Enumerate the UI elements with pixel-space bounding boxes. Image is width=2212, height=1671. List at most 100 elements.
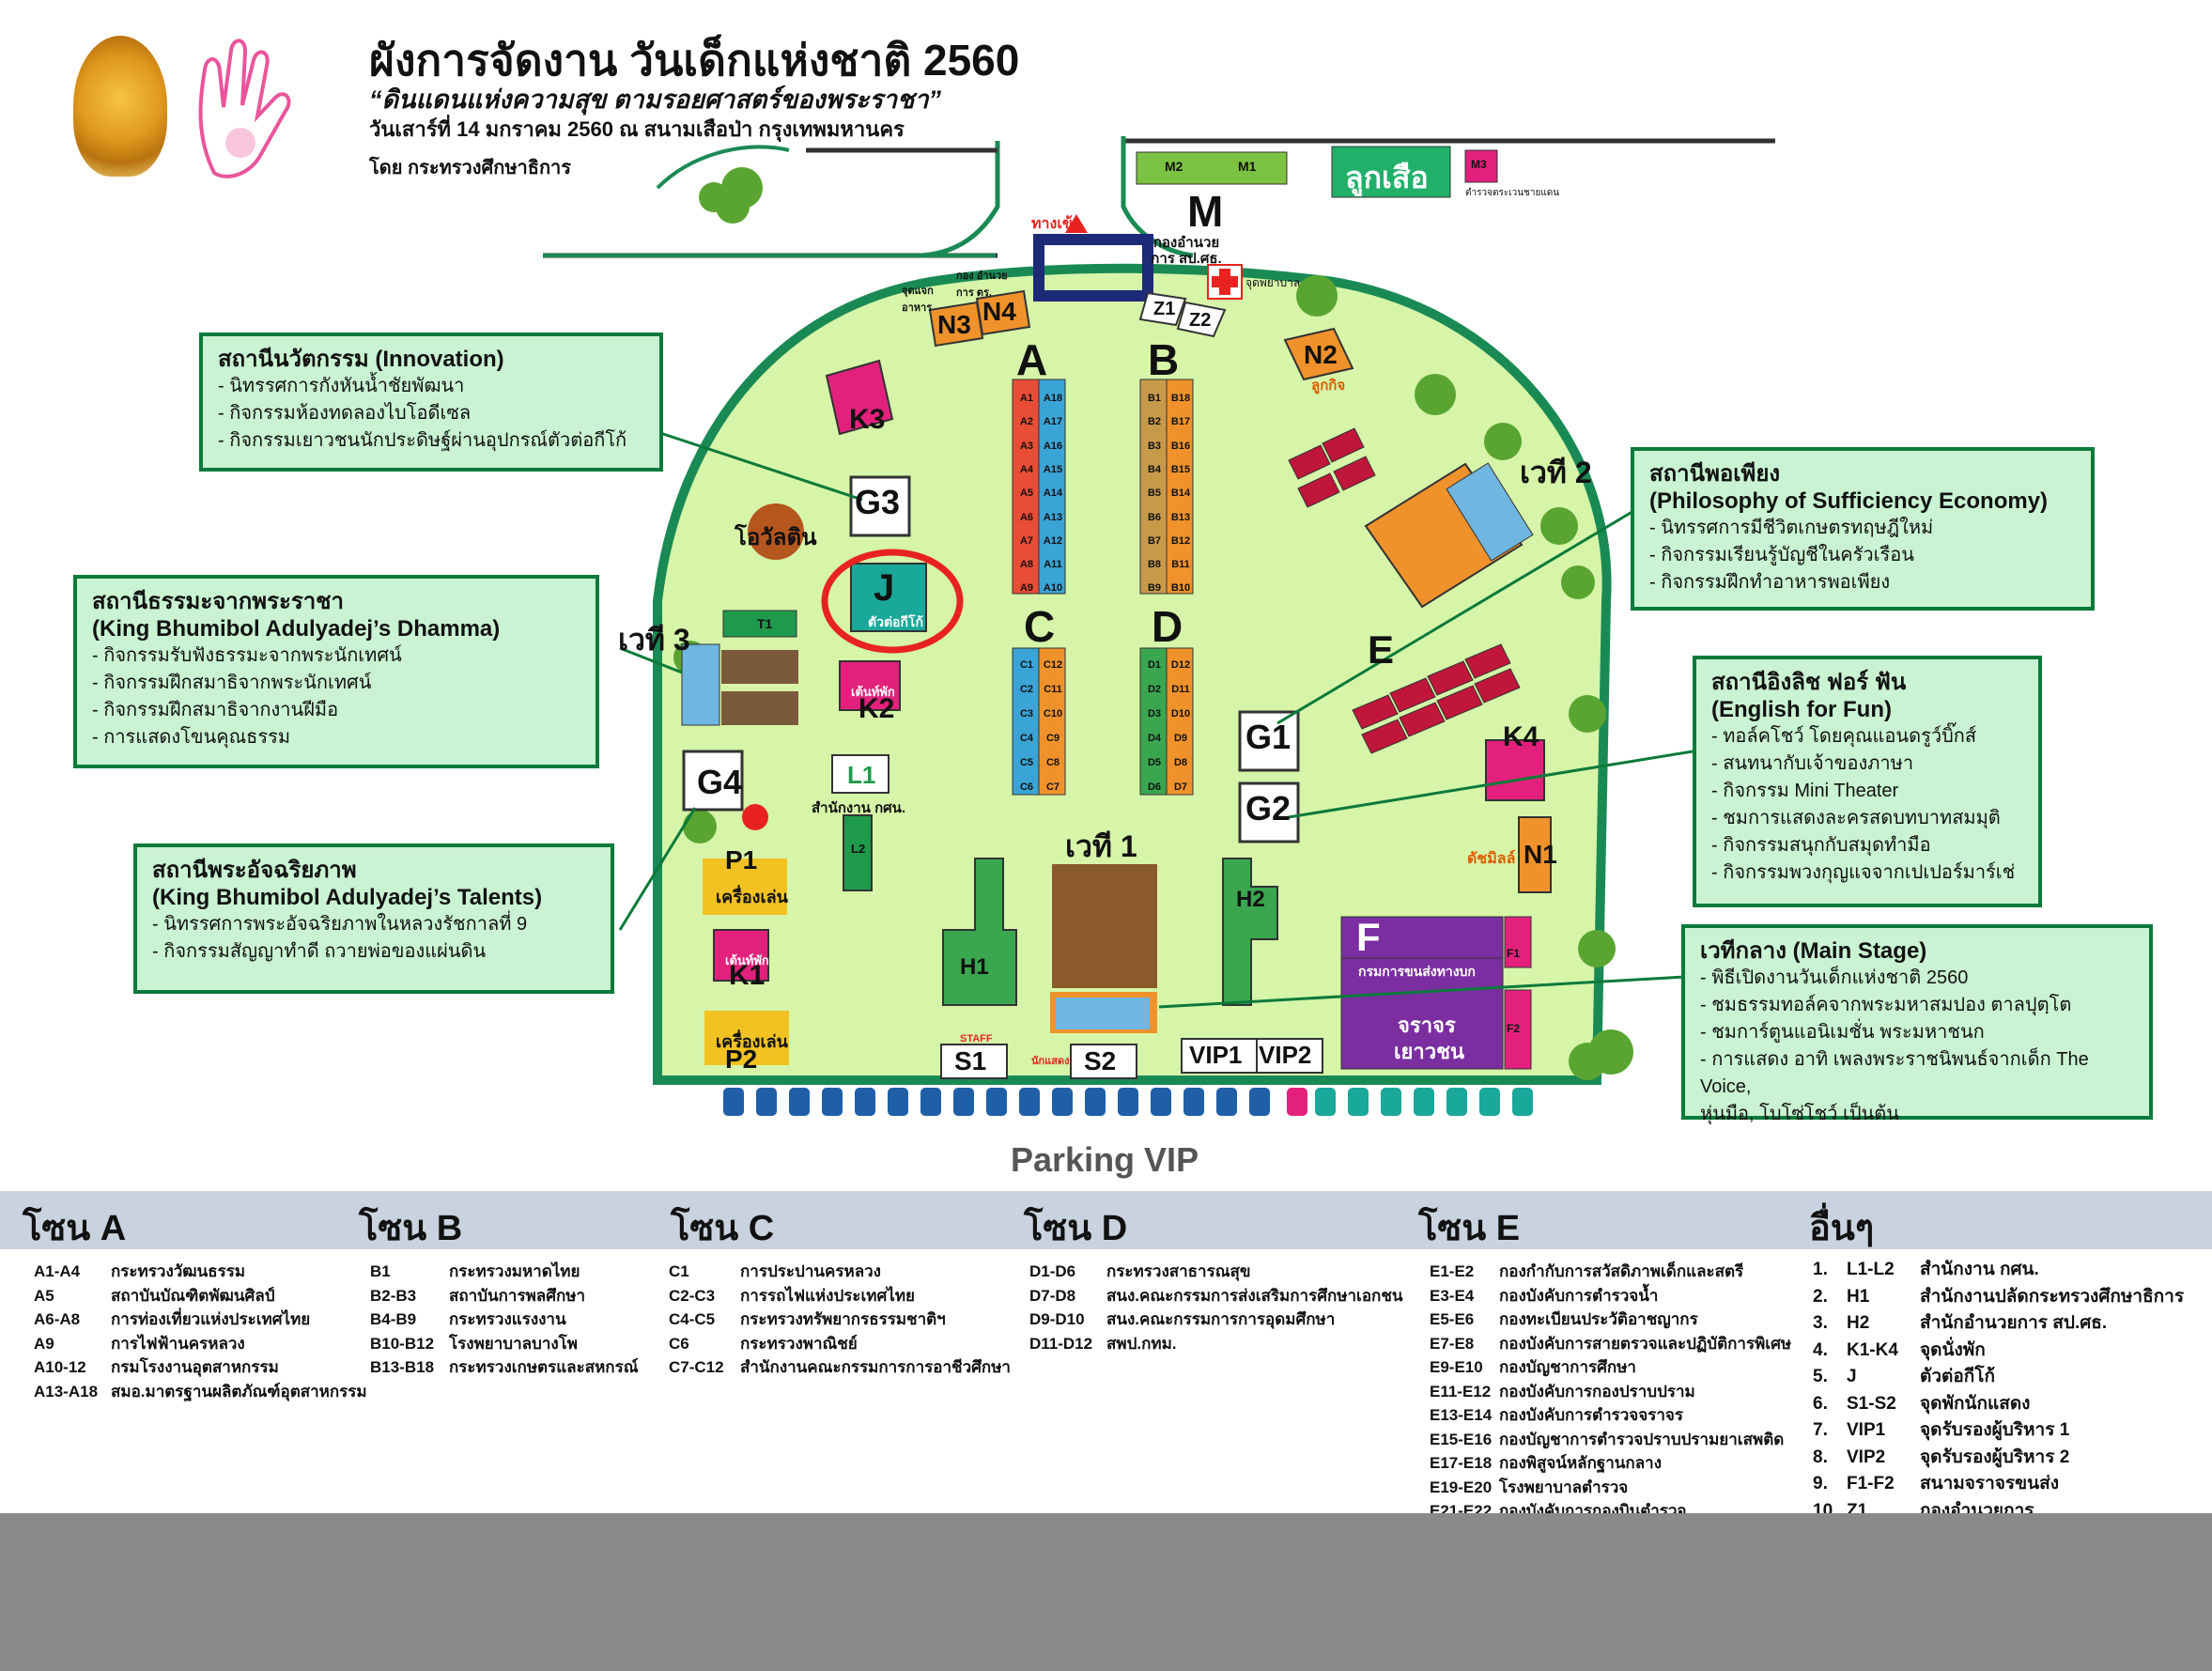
booth-label: A14 <box>1043 487 1063 500</box>
booth-label: C5 <box>1019 757 1034 768</box>
parking-row <box>723 1088 1533 1116</box>
legend-row-code: B4-B9 <box>370 1310 417 1328</box>
legend-row-desc: กองทะเบียนประวัติอาชญากร <box>1499 1310 1698 1328</box>
booth-label: D11 <box>1171 684 1190 695</box>
ovaltine-label: โอวัลติน <box>735 525 817 550</box>
m1-label: M1 <box>1238 159 1257 174</box>
legend-row-number: 3. <box>1813 1313 1828 1333</box>
legend-row-desc: โรงพยาบาลตำรวจ <box>1499 1478 1629 1496</box>
callout-english-subtitle: (English for Fun) <box>1711 697 1892 722</box>
legend-row-desc: กองบัญชาการศึกษา <box>1499 1358 1636 1376</box>
booth-label: A12 <box>1043 534 1063 547</box>
site-map <box>543 136 1775 1116</box>
legend-row-desc: กระทรวงพาณิชย์ <box>740 1334 858 1353</box>
legend-row-code: B10-B12 <box>370 1334 435 1353</box>
booth-label: B12 <box>1170 534 1191 547</box>
legend-row-code: E13-E14 <box>1430 1406 1493 1424</box>
legend-row-code: B13-B18 <box>370 1358 435 1376</box>
booth-label: A13 <box>1043 511 1063 523</box>
legend-row-desc: สำนักอำนวยการ สป.ศธ. <box>1920 1313 2108 1333</box>
callout-talents-item: - นิทรรศการพระอัจฉริยภาพในหลวงรัชกาลที่ … <box>152 914 528 935</box>
legend-row-desc: กระทรวงทรัพยากรธรรมชาติฯ <box>740 1310 946 1328</box>
zone-e-tents <box>1288 427 1521 754</box>
callout-sufficiency-item: - กิจกรรมฝึกทำอาหารพอเพียง <box>1649 572 1891 593</box>
legend-row-number: 6. <box>1813 1393 1828 1414</box>
n2-sublabel: ลูกกิจ <box>1311 378 1346 394</box>
booth-label: D3 <box>1147 708 1162 719</box>
legend-row-desc: กระทรวงแรงงาน <box>449 1310 566 1328</box>
booth-label: B13 <box>1170 511 1191 523</box>
event-date: วันเสาร์ที่ 14 มกราคม 2560 ณ สนามเสือป่า… <box>369 117 905 141</box>
callout-innovation-title: สถานีนวัตกรรม (Innovation) <box>218 347 504 372</box>
legend-row-code: VIP2 <box>1847 1447 1886 1467</box>
zone-d-booths <box>1139 647 1194 796</box>
callout-main-stage-item: - ชมธรรมทอล์คจากพระมหาสมปอง ตาลปุตฺโต <box>1700 995 2072 1015</box>
parking-label: Parking VIP <box>1011 1140 1199 1179</box>
booth-label: A4 <box>1019 463 1034 475</box>
f1-label: F1 <box>1507 947 1521 960</box>
m3-label: M3 <box>1471 158 1487 171</box>
callout-talents-title: สถานีพระอัจฉริยภาพ <box>152 858 357 883</box>
highlight-circle <box>821 549 964 654</box>
booth-label: B9 <box>1147 582 1162 595</box>
zone-b-booths <box>1139 379 1194 595</box>
callout-main-stage-item: - การแสดง อาทิ เพลงพระราชนิพนธ์จากเด็ก T… <box>1700 1049 2089 1097</box>
callout-main-stage-item: - ชมการ์ตูนแอนิเมชั่น พระมหาชนก <box>1700 1022 1985 1043</box>
booth-label: A3 <box>1019 440 1034 452</box>
booth-label: D5 <box>1147 757 1162 768</box>
callout-main-stage-item: - พิธีเปิดงานวันเด็กแห่งชาติ 2560 <box>1700 967 1969 988</box>
t1-label: T1 <box>757 616 773 631</box>
legend-row-number: 1. <box>1813 1260 1828 1279</box>
legend-row-code: C1 <box>669 1262 689 1280</box>
legend-row-code: A5 <box>34 1286 54 1305</box>
legend-row-desc: สพป.กทม. <box>1106 1334 1177 1353</box>
f-sublabel-3: เยาวชน <box>1394 1040 1465 1063</box>
stage-3-label: เวที 3 <box>618 623 690 657</box>
legend-row-desc: จุดรับรองผู้บริหาร 1 <box>1920 1420 2070 1440</box>
legend-row-code: A10-12 <box>34 1358 86 1376</box>
callout-sufficiency-title: สถานีพอเพียง <box>1649 461 1781 487</box>
legend-row-desc: สนามจราจรขนส่ง <box>1920 1474 2059 1493</box>
booth-label: B18 <box>1170 393 1191 404</box>
callout-english: สถานีอิงลิช ฟอร์ ฟัน (English for Fun) -… <box>1693 656 2042 907</box>
legend-row: C1 การประปานครหลวง <box>669 1259 881 1284</box>
booth-label: B15 <box>1170 463 1191 475</box>
m3-sublabel: ตำรวจตระเวนชายแดน <box>1465 188 1560 198</box>
legend-row-desc: กระทรวงเกษตรและสหกรณ์ <box>449 1358 639 1376</box>
legend-row-code: E11-E12 <box>1430 1382 1492 1400</box>
legend-row-desc: การประปานครหลวง <box>740 1262 881 1280</box>
callout-english-item: - ทอล์คโชว์ โดยคุณแอนดรูว์บิ๊กส์ <box>1711 726 1977 747</box>
l1-sublabel: สำนักงาน กศน. <box>812 800 906 816</box>
legend-row-number: 9. <box>1813 1474 1828 1493</box>
callout-sufficiency: สถานีพอเพียง (Philosophy of Sufficiency … <box>1631 447 2095 611</box>
legend-row-desc: การท่องเที่ยวแห่งประเทศไทย <box>111 1310 311 1328</box>
first-aid-label: จุดพยาบาล <box>1245 276 1301 289</box>
j-sublabel: ตัวต่อกีโก้ <box>868 614 923 629</box>
zone-label-e: E <box>1368 627 1395 672</box>
zone-label-m: M <box>1187 187 1224 236</box>
legend-row-desc: สำนักงานคณะกรรมการการอาชีวศึกษา <box>740 1358 1011 1376</box>
f2-label: F2 <box>1507 1022 1521 1035</box>
staff-label: STAFF <box>960 1033 993 1044</box>
p1-play-label: เครื่องเล่น <box>716 888 788 906</box>
k1-sublabel: เต้นท์พัก <box>725 953 769 967</box>
legend-row-code: D7-D8 <box>1029 1286 1076 1305</box>
callout-dhamma: สถานีธรรมะจากพระราชา (King Bhumibol Adul… <box>73 575 599 768</box>
callout-sufficiency-subtitle: (Philosophy of Sufficiency Economy) <box>1649 488 2049 514</box>
callout-english-item: - กิจกรรมพวงกุญแจจากเปเปอร์มาร์เช่ <box>1711 862 2016 883</box>
f-sublabel-2: จราจร <box>1398 1013 1456 1037</box>
n2-label: N2 <box>1304 340 1338 369</box>
